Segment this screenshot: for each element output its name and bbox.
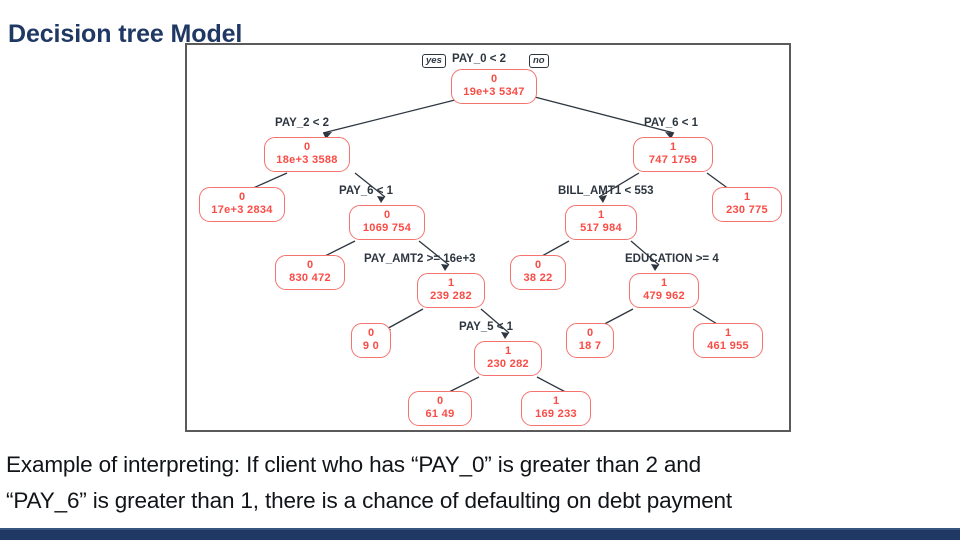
node-counts: 18 7 — [578, 340, 602, 352]
tree-node-pay6-left: 0 1069 754 — [349, 205, 425, 240]
bottom-accent-bar — [0, 528, 960, 540]
split-label-payamt2: PAY_AMT2 >= 16e+3 — [364, 253, 476, 265]
tree-node-leaf-230-775: 1 230 775 — [712, 187, 782, 222]
node-class: 1 — [669, 141, 677, 153]
node-class: 1 — [660, 277, 668, 289]
split-label-education: EDUCATION >= 4 — [625, 253, 719, 265]
node-counts: 9 0 — [362, 340, 380, 352]
node-class: 1 — [504, 345, 512, 357]
split-label-pay5: PAY_5 < 1 — [459, 321, 514, 333]
split-label-pay0: PAY_0 < 2 — [452, 53, 507, 65]
tree-node-leaf-830-472: 0 830 472 — [275, 255, 345, 290]
node-class: 0 — [306, 259, 314, 271]
node-counts: 18e+3 3588 — [276, 154, 338, 166]
node-class: 1 — [552, 395, 560, 407]
node-class: 0 — [238, 191, 246, 203]
tree-node-leaf-169-233: 1 169 233 — [521, 391, 591, 426]
decision-tree-figure: yes no PAY_0 < 2 PAY_2 < 2 PAY_6 < 1 PAY… — [185, 43, 791, 432]
node-counts: 230 775 — [726, 204, 768, 216]
split-label-pay2: PAY_2 < 2 — [275, 117, 330, 129]
node-counts: 479 962 — [643, 290, 685, 302]
tree-canvas: yes no PAY_0 < 2 PAY_2 < 2 PAY_6 < 1 PAY… — [187, 45, 789, 430]
branch-tag-yes: yes — [422, 54, 446, 68]
tree-node-leaf-61-49: 0 61 49 — [408, 391, 472, 426]
node-counts: 230 282 — [487, 358, 529, 370]
tree-node-pay6-right: 1 747 1759 — [633, 137, 713, 172]
node-counts: 17e+3 2834 — [211, 204, 273, 216]
node-counts: 38 22 — [523, 272, 553, 284]
node-class: 0 — [586, 327, 594, 339]
node-class: 1 — [743, 191, 751, 203]
tree-node-root: 0 19e+3 5347 — [451, 69, 537, 104]
tree-node-leaf-38-22: 0 38 22 — [510, 255, 566, 290]
tree-node-education: 1 479 962 — [629, 273, 699, 308]
node-class: 0 — [303, 141, 311, 153]
node-counts: 517 984 — [580, 222, 622, 234]
tree-node-billamt1: 1 517 984 — [565, 205, 637, 240]
caption-line-2: “PAY_6” is greater than 1, there is a ch… — [6, 488, 733, 513]
node-counts: 747 1759 — [648, 154, 698, 166]
node-counts: 169 233 — [535, 408, 577, 420]
tree-node-leaf-17e3: 0 17e+3 2834 — [199, 187, 285, 222]
node-counts: 461 955 — [707, 340, 749, 352]
split-label-pay6-right: PAY_6 < 1 — [644, 117, 699, 129]
tree-node-leaf-18-7: 0 18 7 — [566, 323, 614, 358]
tree-node-pay5: 1 230 282 — [474, 341, 542, 376]
node-counts: 61 49 — [425, 408, 455, 420]
node-class: 1 — [724, 327, 732, 339]
node-class: 0 — [490, 73, 498, 85]
caption-line-1: Example of interpreting: If client who h… — [6, 452, 701, 477]
node-class: 0 — [367, 327, 375, 339]
node-counts: 19e+3 5347 — [463, 86, 525, 98]
tree-node-pay2: 0 18e+3 3588 — [264, 137, 350, 172]
node-counts: 239 282 — [430, 290, 472, 302]
caption: Example of interpreting: If client who h… — [6, 447, 954, 519]
tree-node-leaf-9-0: 0 9 0 — [351, 323, 391, 358]
split-label-billamt1: BILL_AMT1 < 553 — [558, 185, 654, 197]
node-class: 0 — [436, 395, 444, 407]
node-class: 0 — [534, 259, 542, 271]
branch-tag-no: no — [529, 54, 549, 68]
node-class: 1 — [447, 277, 455, 289]
tree-node-leaf-461-955: 1 461 955 — [693, 323, 763, 358]
tree-node-payamt2: 1 239 282 — [417, 273, 485, 308]
node-class: 1 — [597, 209, 605, 221]
node-counts: 1069 754 — [362, 222, 412, 234]
node-counts: 830 472 — [289, 272, 331, 284]
split-label-pay6-left: PAY_6 < 1 — [339, 185, 394, 197]
node-class: 0 — [383, 209, 391, 221]
